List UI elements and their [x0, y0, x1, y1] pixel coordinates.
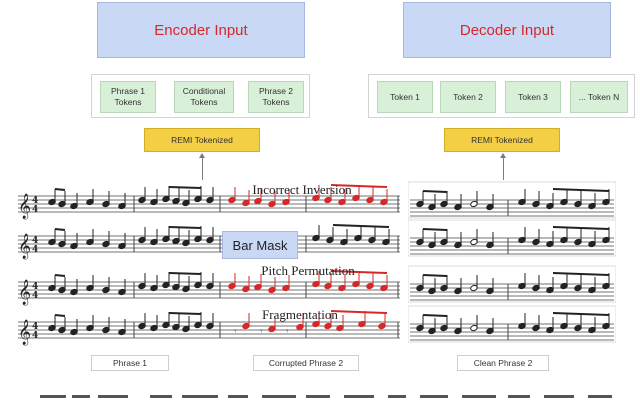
beam	[54, 274, 66, 277]
beam	[552, 226, 610, 230]
time-signature-bottom: 4	[32, 331, 38, 341]
beam	[330, 270, 388, 274]
treble-clef: 𝄞	[18, 193, 31, 219]
encoder-token-conditional: Conditional Tokens	[174, 81, 234, 113]
beam	[168, 312, 202, 315]
rest-symbol: 𝄾	[286, 327, 289, 337]
encoder-token-phrase2: Phrase 2 Tokens	[248, 81, 304, 113]
encoder-token-group: Phrase 1 Tokens Conditional Tokens Phras…	[91, 74, 310, 118]
clean-staff-row-1	[408, 181, 616, 219]
beam	[552, 272, 610, 276]
time-signature-bottom: 4	[32, 245, 38, 255]
decoder-input-title: Decoder Input	[459, 21, 555, 39]
decoder-token-1: Token 1	[377, 81, 433, 113]
beam	[422, 228, 448, 231]
beam	[422, 190, 448, 193]
cropped-text-line	[0, 388, 640, 400]
bar-mask-box: Bar Mask	[222, 231, 298, 259]
caption-incorrect-inversion: Incorrect Inversion	[252, 182, 352, 197]
decoder-token-n: ... Token N	[570, 81, 628, 113]
time-signature-bottom: 4	[32, 205, 38, 215]
decoder-input-box: Decoder Input	[403, 2, 611, 58]
beam	[422, 314, 448, 317]
caption-bar-mask: Bar Mask	[232, 237, 288, 253]
beam	[330, 184, 388, 188]
beam	[168, 272, 202, 275]
label-corrupted-phrase2: Corrupted Phrase 2	[253, 355, 359, 371]
decoder-token-3: Token 3	[505, 81, 561, 113]
beam	[330, 310, 388, 314]
treble-clef: 𝄞	[18, 233, 31, 259]
corrupted-score: 𝄞44𝄞44𝄞44𝄞44𝄾𝄾𝄾	[10, 180, 402, 350]
staff-row-2: 𝄞44	[18, 224, 400, 259]
beam	[54, 228, 66, 231]
time-signature-top: 4	[32, 196, 38, 206]
encoder-token-phrase1: Phrase 1 Tokens	[100, 81, 156, 113]
time-signature-bottom: 4	[32, 291, 38, 301]
clean-frame	[408, 265, 616, 303]
decoder-remi-box: REMI Tokenized	[444, 128, 560, 152]
clean-frame	[408, 219, 616, 257]
caption-pitch-permutation: Pitch Permutation	[261, 263, 355, 278]
staff-row-4: 𝄞44 𝄾 𝄾 𝄾	[18, 310, 400, 345]
clean-score	[408, 180, 616, 350]
treble-clef: 𝄞	[18, 279, 31, 305]
clean-frame	[408, 305, 616, 343]
beam	[168, 186, 202, 189]
decoder-arrow	[500, 153, 506, 183]
caption-fragmentation: Fragmentation	[262, 307, 338, 322]
staff-row-1: 𝄞44	[18, 184, 400, 219]
clean-staff-row-3	[408, 265, 616, 303]
beam	[422, 274, 448, 277]
time-signature-top: 4	[32, 282, 38, 292]
beam	[54, 188, 66, 191]
time-signature-top: 4	[32, 236, 38, 246]
encoder-input-box: Encoder Input	[97, 2, 305, 58]
cropped-text-marks	[40, 395, 612, 398]
beam	[552, 312, 610, 316]
beam	[168, 226, 202, 229]
encoder-input-title: Encoder Input	[154, 21, 248, 39]
staff-row-3: 𝄞44	[18, 270, 400, 305]
treble-clef: 𝄞	[18, 319, 31, 345]
rest-symbol: 𝄾	[234, 327, 237, 337]
encoder-remi-box: REMI Tokenized	[144, 128, 260, 152]
clean-staff-row-2	[408, 219, 616, 257]
rest-symbol: 𝄾	[260, 327, 263, 337]
decoder-token-2: Token 2	[440, 81, 496, 113]
clean-staff-row-4	[408, 305, 616, 343]
clean-frame	[408, 181, 616, 219]
decoder-token-group: Token 1 Token 2 Token 3 ... Token N	[368, 74, 635, 118]
label-clean-phrase2: Clean Phrase 2	[457, 355, 549, 371]
label-phrase1: Phrase 1	[91, 355, 169, 371]
encoder-arrow	[199, 153, 205, 183]
beam	[552, 188, 610, 192]
time-signature-top: 4	[32, 322, 38, 332]
beam	[332, 224, 390, 228]
beam	[54, 314, 66, 317]
